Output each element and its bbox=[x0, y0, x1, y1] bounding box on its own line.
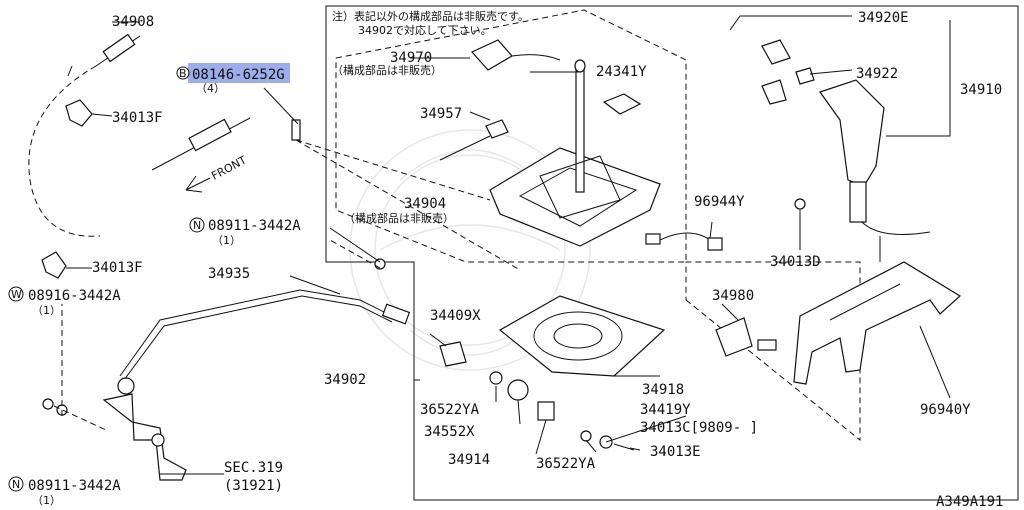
label-34902: 34902 bbox=[324, 372, 366, 388]
label-36522YA-1: 36522YA bbox=[420, 402, 480, 418]
qty-08146: （4） bbox=[196, 82, 225, 95]
note-34970: （構成部品は非販売） bbox=[332, 63, 442, 77]
prefix-08916: W bbox=[11, 288, 22, 301]
label-34920E: 34920E bbox=[858, 10, 909, 26]
diagram-id: A349A191 bbox=[936, 494, 1003, 510]
prefix-08911b: N bbox=[12, 478, 20, 491]
label-sec319: SEC.319 bbox=[224, 460, 283, 476]
leader-dashes-left bbox=[53, 239, 381, 431]
label-34013C: 34013C[9809- ] bbox=[640, 420, 758, 436]
qty-08911b: （1） bbox=[32, 494, 61, 507]
label-34904: 34904 bbox=[404, 196, 446, 212]
screw-34013D bbox=[794, 198, 806, 210]
pad-24341Y bbox=[602, 93, 642, 115]
label-34980: 34980 bbox=[712, 288, 754, 304]
bolt-leader-dashes bbox=[295, 139, 521, 271]
label-34922: 34922 bbox=[856, 66, 898, 82]
qty-08911a: （1） bbox=[212, 234, 241, 247]
label-34910: 34910 bbox=[960, 82, 1002, 98]
leader-lines bbox=[66, 15, 951, 475]
prefix-circle-08146 bbox=[176, 66, 190, 80]
label-34013F-lower: 34013F bbox=[92, 260, 143, 276]
label-34013E: 34013E bbox=[650, 444, 701, 460]
nut-08911-lower bbox=[42, 398, 54, 410]
qty-08916: （1） bbox=[32, 304, 61, 317]
label-34013F-upper: 34013F bbox=[112, 110, 163, 126]
note-34904: （構成部品は非販売） bbox=[344, 211, 454, 225]
label-34957: 34957 bbox=[420, 106, 462, 122]
shifter-assembly-34904 bbox=[489, 59, 661, 247]
bolt-08146 bbox=[263, 87, 301, 141]
indicator-96940Y bbox=[793, 261, 962, 385]
selected-part-highlight bbox=[188, 63, 290, 83]
label-34908: 34908 bbox=[112, 14, 154, 30]
label-34552X: 34552X bbox=[424, 424, 475, 440]
select-lever-part bbox=[102, 393, 187, 481]
label-sec319-sub: (31921) bbox=[224, 478, 283, 494]
prefix-circle-08911b bbox=[8, 476, 24, 492]
label-34013D: 34013D bbox=[770, 254, 821, 270]
clip-34013F-lower bbox=[41, 251, 67, 279]
note-line-1: 注）表記以外の構成部品は非販売です。 bbox=[332, 9, 529, 23]
label-96944Y: 96944Y bbox=[694, 194, 745, 210]
shifter-subassembly-box bbox=[335, 9, 687, 263]
label-08146: 08146-6252G bbox=[192, 67, 285, 83]
label-08911a: 08911-3442A bbox=[208, 218, 301, 234]
lever-subassembly-box bbox=[685, 261, 861, 442]
label-34970: 34970 bbox=[390, 50, 432, 66]
label-96940Y: 96940Y bbox=[920, 402, 971, 418]
label-34914: 34914 bbox=[448, 452, 490, 468]
rod-34935 bbox=[117, 289, 411, 395]
solenoid-34957 bbox=[439, 119, 509, 161]
front-arrow-icon bbox=[185, 175, 211, 193]
sensor-96944Y bbox=[645, 232, 723, 251]
label-36522YA-2: 36522YA bbox=[536, 456, 596, 472]
label-34419Y: 34419Y bbox=[640, 402, 691, 418]
label-front: FRONT bbox=[209, 153, 249, 182]
prefix-circle-08916 bbox=[8, 286, 24, 302]
label-34409X: 34409X bbox=[430, 308, 481, 324]
label-08916: 08916-3442A bbox=[28, 288, 121, 304]
base-plate-34918 bbox=[498, 295, 666, 377]
assembly-outline bbox=[325, 5, 1019, 501]
label-34935: 34935 bbox=[208, 266, 250, 282]
label-24341Y: 24341Y bbox=[596, 64, 647, 80]
label-08911b: 08911-3442A bbox=[28, 478, 121, 494]
cable-34908 bbox=[28, 33, 251, 237]
prefix-circle-08911a bbox=[189, 217, 205, 233]
shift-knob-34910 bbox=[761, 39, 931, 235]
bracket-34980 bbox=[715, 317, 777, 357]
prefix-08911a: N bbox=[193, 219, 201, 232]
prefix-08146: B bbox=[179, 67, 187, 80]
label-34918: 34918 bbox=[642, 382, 684, 398]
clip-34013F-upper bbox=[65, 99, 93, 127]
note-line-2: 34902で対応して下さい。 bbox=[358, 23, 492, 37]
switch-34970 bbox=[471, 39, 561, 71]
